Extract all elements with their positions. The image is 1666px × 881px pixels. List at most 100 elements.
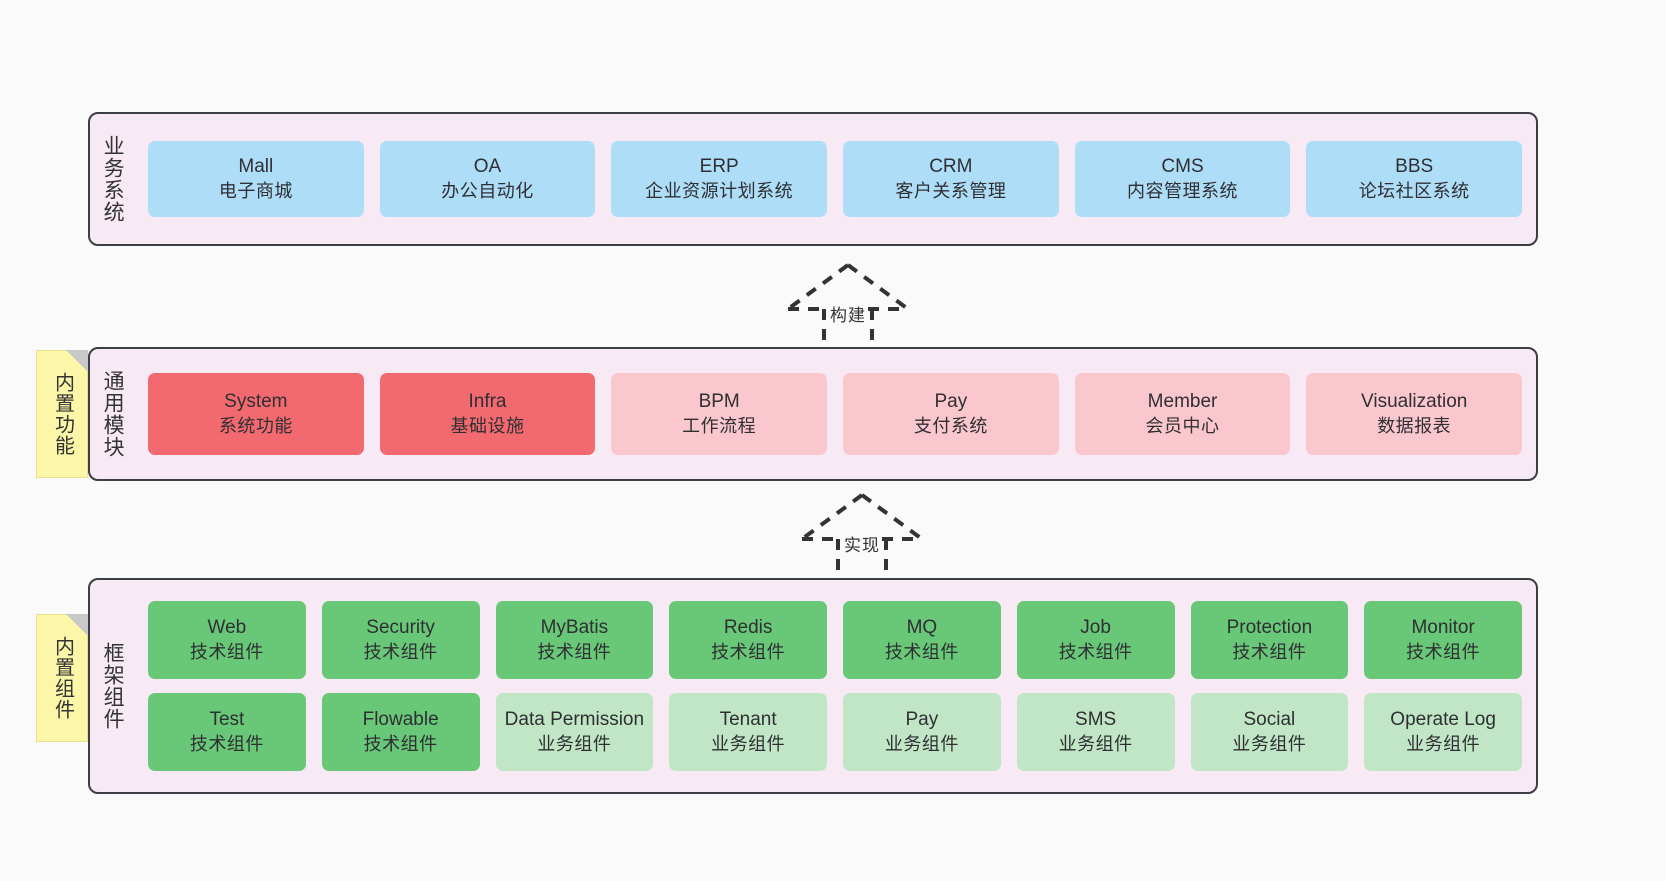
node-title-cn: 技术组件 xyxy=(363,641,438,662)
node-title-cn: 技术组件 xyxy=(189,733,264,754)
node-title-en: SMS xyxy=(1075,709,1117,731)
node-title-en: Social xyxy=(1243,709,1296,731)
node-title-cn: 系统功能 xyxy=(218,415,293,436)
node-title-en: Member xyxy=(1147,391,1218,413)
node-erp[interactable]: ERP 企业资源计划系统 xyxy=(611,141,828,217)
node-title-en: Pay xyxy=(905,709,939,731)
node-data-permission[interactable]: Data Permission 业务组件 xyxy=(495,693,654,771)
node-title-en: Monitor xyxy=(1411,617,1475,639)
node-row: Mall 电子商城 OA 办公自动化 ERP 企业资源计划系统 CRM 客户关系… xyxy=(148,141,1523,217)
node-title-en: ERP xyxy=(699,156,739,178)
node-sms[interactable]: SMS 业务组件 xyxy=(1016,693,1175,771)
node-title-en: Infra xyxy=(468,391,507,413)
node-web[interactable]: Web 技术组件 xyxy=(148,601,306,679)
node-title-cn: 技术组件 xyxy=(1232,641,1307,662)
node-mq[interactable]: MQ 技术组件 xyxy=(843,601,1001,679)
node-bbs[interactable]: BBS 论坛社区系统 xyxy=(1306,141,1523,217)
node-title-en: Tenant xyxy=(719,709,777,731)
band-body-business-systems: Mall 电子商城 OA 办公自动化 ERP 企业资源计划系统 CRM 客户关系… xyxy=(134,114,1536,244)
band-business-systems: 业务系统 Mall 电子商城 OA 办公自动化 ERP 企业资源计划系统 CRM… xyxy=(88,112,1538,246)
sticky-note-label: 内置组件 xyxy=(51,636,74,720)
node-title-en: CRM xyxy=(929,156,973,178)
node-title-en: OA xyxy=(473,156,502,178)
node-title-cn: 业务组件 xyxy=(884,733,959,754)
node-title-cn: 技术组件 xyxy=(537,641,612,662)
node-title-en: System xyxy=(224,391,288,413)
node-title-cn: 业务组件 xyxy=(537,733,612,754)
node-title-cn: 技术组件 xyxy=(1406,641,1481,662)
node-mall[interactable]: Mall 电子商城 xyxy=(148,141,364,217)
node-title-cn: 论坛社区系统 xyxy=(1358,180,1470,201)
node-oa[interactable]: OA 办公自动化 xyxy=(379,141,596,217)
band-label-framework-components: 框架组件 xyxy=(101,642,125,730)
node-title-cn: 技术组件 xyxy=(884,641,959,662)
node-title-cn: 业务组件 xyxy=(1058,733,1133,754)
node-title-cn: 业务组件 xyxy=(1232,733,1307,754)
node-title-cn: 技术组件 xyxy=(1058,641,1133,662)
node-title-en: Protection xyxy=(1226,617,1313,639)
node-monitor[interactable]: Monitor 技术组件 xyxy=(1364,601,1522,679)
band-label-common-modules: 通用模块 xyxy=(101,370,125,458)
node-pay-module[interactable]: Pay 支付系统 xyxy=(843,373,1059,455)
node-title-cn: 企业资源计划系统 xyxy=(645,180,794,201)
band-label-business-systems: 业务系统 xyxy=(101,135,125,223)
node-cms[interactable]: CMS 内容管理系统 xyxy=(1074,141,1291,217)
node-title-en: Visualization xyxy=(1361,391,1468,413)
node-system[interactable]: System 系统功能 xyxy=(148,373,364,455)
node-protection[interactable]: Protection 技术组件 xyxy=(1190,601,1349,679)
node-title-en: MQ xyxy=(906,617,938,639)
node-flowable[interactable]: Flowable 技术组件 xyxy=(321,693,480,771)
node-title-cn: 办公自动化 xyxy=(441,180,534,201)
node-test[interactable]: Test 技术组件 xyxy=(148,693,306,771)
node-title-cn: 技术组件 xyxy=(189,641,264,662)
node-social[interactable]: Social 业务组件 xyxy=(1190,693,1349,771)
node-crm[interactable]: CRM 客户关系管理 xyxy=(843,141,1059,217)
node-title-cn: 工作流程 xyxy=(682,415,757,436)
node-title-en: Mall xyxy=(238,156,274,178)
node-title-cn: 基础设施 xyxy=(450,415,525,436)
node-member[interactable]: Member 会员中心 xyxy=(1074,373,1291,455)
node-title-en: Flowable xyxy=(362,709,439,731)
node-title-cn: 数据报表 xyxy=(1377,415,1452,436)
node-operate-log[interactable]: Operate Log 业务组件 xyxy=(1364,693,1522,771)
node-title-cn: 客户关系管理 xyxy=(895,180,1007,201)
node-job[interactable]: Job 技术组件 xyxy=(1016,601,1175,679)
node-title-cn: 业务组件 xyxy=(711,733,786,754)
sticky-note-builtin-components: 内置组件 xyxy=(36,614,88,742)
connector-label-realize: 实现 xyxy=(842,531,882,556)
node-title-cn: 支付系统 xyxy=(913,415,988,436)
node-title-en: Web xyxy=(207,617,247,639)
node-title-en: Security xyxy=(366,617,435,639)
node-redis[interactable]: Redis 技术组件 xyxy=(669,601,827,679)
connector-build: 构建 xyxy=(758,257,938,353)
node-row: System 系统功能 Infra 基础设施 BPM 工作流程 Pay 支付系统… xyxy=(148,373,1523,455)
node-security[interactable]: Security 技术组件 xyxy=(321,601,480,679)
node-title-cn: 会员中心 xyxy=(1145,415,1220,436)
node-title-en: Redis xyxy=(723,617,773,639)
node-title-en: Operate Log xyxy=(1390,709,1496,731)
node-pay-component[interactable]: Pay 业务组件 xyxy=(843,693,1001,771)
node-row: Web 技术组件 Security 技术组件 MyBatis 技术组件 Redi… xyxy=(148,601,1522,679)
node-tenant[interactable]: Tenant 业务组件 xyxy=(669,693,827,771)
node-title-en: Data Permission xyxy=(504,709,645,731)
band-common-modules: 通用模块 System 系统功能 Infra 基础设施 BPM 工作流程 Pay… xyxy=(88,347,1538,481)
band-body-framework-components: Web 技术组件 Security 技术组件 MyBatis 技术组件 Redi… xyxy=(134,580,1536,792)
node-title-en: Job xyxy=(1080,617,1111,639)
sticky-note-label: 内置功能 xyxy=(51,372,74,456)
node-title-cn: 技术组件 xyxy=(363,733,438,754)
sticky-note-builtin-features: 内置功能 xyxy=(36,350,88,478)
node-mybatis[interactable]: MyBatis 技术组件 xyxy=(495,601,654,679)
node-title-en: Pay xyxy=(934,391,968,413)
node-title-en: Test xyxy=(209,709,245,731)
node-title-en: BPM xyxy=(698,391,740,413)
connector-realize: 实现 xyxy=(772,487,952,583)
node-bpm[interactable]: BPM 工作流程 xyxy=(611,373,828,455)
node-title-en: BBS xyxy=(1395,156,1434,178)
node-title-cn: 内容管理系统 xyxy=(1127,180,1239,201)
node-title-cn: 电子商城 xyxy=(218,180,293,201)
node-visualization[interactable]: Visualization 数据报表 xyxy=(1306,373,1523,455)
node-title-en: MyBatis xyxy=(540,617,609,639)
node-infra[interactable]: Infra 基础设施 xyxy=(379,373,596,455)
connector-label-build: 构建 xyxy=(828,301,868,326)
